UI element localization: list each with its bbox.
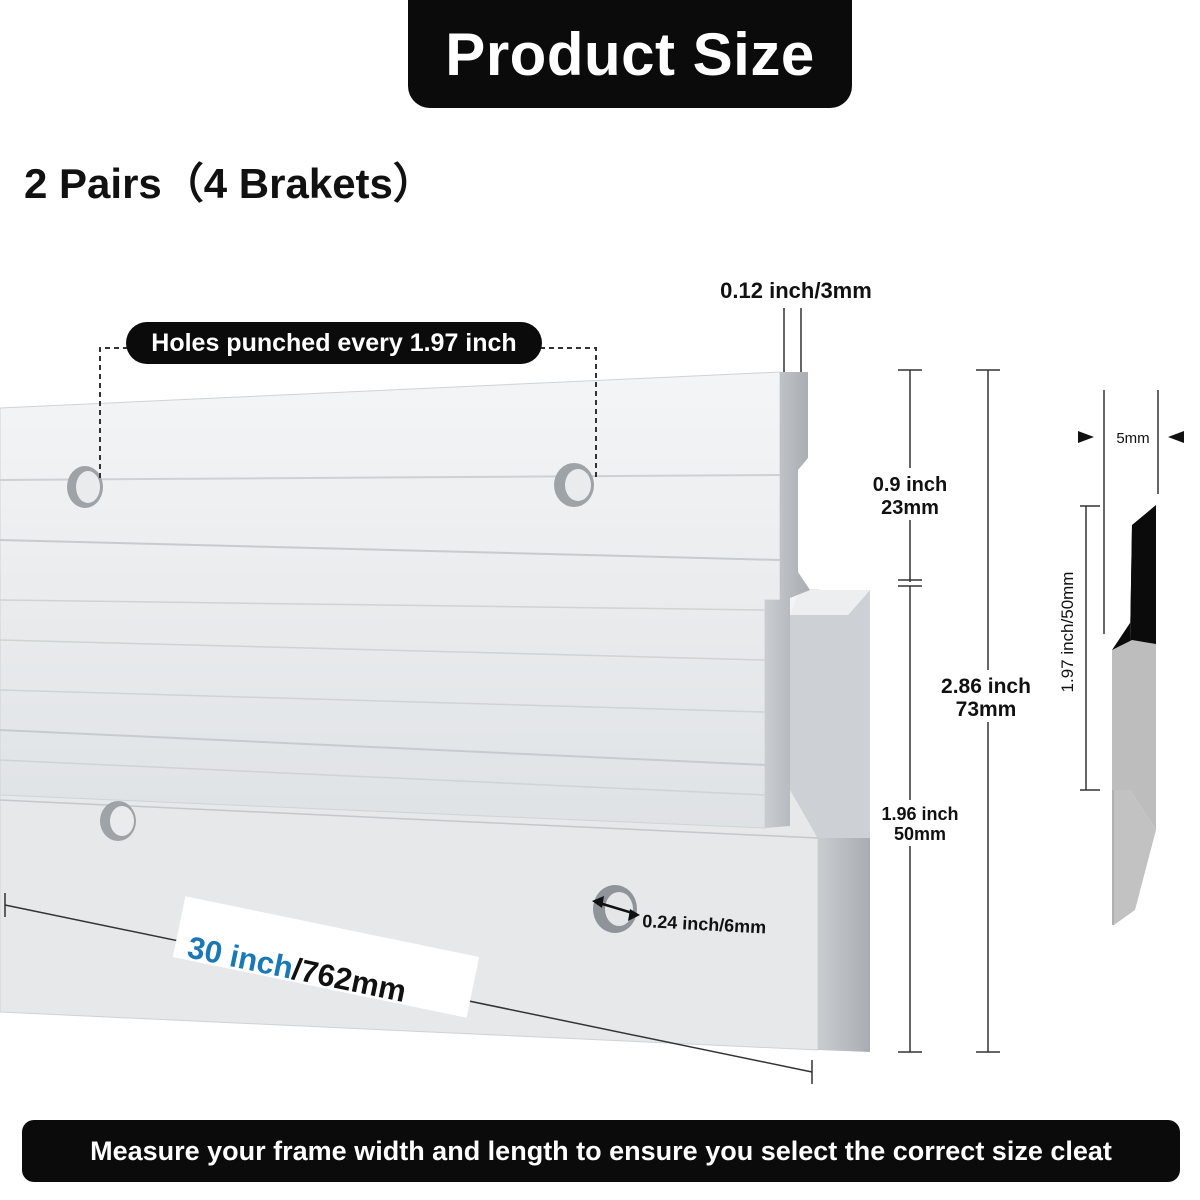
- total-height-inch: 2.86 inch: [941, 675, 1031, 698]
- upper-height-dimension: 0.9 inch 23mm: [860, 369, 960, 587]
- title-banner: Product Size: [408, 0, 852, 108]
- total-height-mm: 73mm: [956, 698, 1017, 721]
- profile-height-label: 1.97 inch/50mm: [1058, 572, 1077, 693]
- page-title: Product Size: [445, 20, 815, 88]
- profile-width-label: 5mm: [1116, 430, 1149, 447]
- total-height-dimension: 2.86 inch 73mm: [928, 369, 1048, 1053]
- thickness-label: 0.12 inch/3mm: [720, 278, 872, 303]
- lower-height-mm: 50mm: [894, 824, 946, 844]
- upper-bracket: [0, 371, 810, 829]
- upper-height-inch: 0.9 inch: [873, 474, 947, 496]
- side-profile: 5mm 1.97 inch/50mm: [1056, 390, 1184, 925]
- thickness-callout: 0.12 inch/3mm: [720, 278, 872, 372]
- upper-height-mm: 23mm: [881, 497, 939, 519]
- lower-height-dimension: 1.96 inch 50mm: [870, 586, 960, 1053]
- footer-text: Measure your frame width and length to e…: [90, 1135, 1112, 1166]
- footer-banner: Measure your frame width and length to e…: [22, 1120, 1180, 1182]
- holes-label: Holes punched every 1.97 inch: [151, 329, 516, 357]
- lower-height-inch: 1.96 inch: [881, 804, 958, 824]
- hole-spacing-callout: Holes punched every 1.97 inch: [99, 322, 597, 478]
- subtitle: 2 Pairs（4 Brakets）: [24, 160, 435, 207]
